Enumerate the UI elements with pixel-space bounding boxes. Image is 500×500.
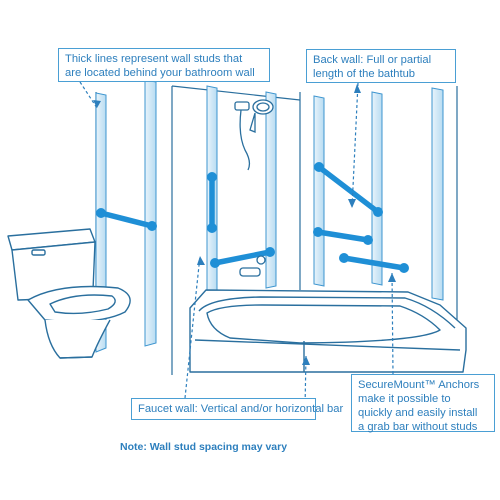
wall-stud — [313, 95, 325, 287]
callout-text-line: Faucet wall: Vertical and/or horizontal … — [138, 403, 344, 415]
bathtub-icon — [189, 289, 467, 373]
callout-back-wall: Back wall: Full or partial length of the… — [306, 49, 456, 83]
callout-faucet-wall: Faucet wall: Vertical and/or horizontal … — [131, 398, 344, 420]
callout-text-line: make it possible to — [358, 393, 451, 405]
wall-stud — [144, 79, 157, 347]
callout-text-line: are located behind your bathroom wall — [65, 67, 255, 79]
callout-text-line: SecureMount™ Anchors — [358, 379, 480, 391]
callout-text-line: length of the bathtub — [313, 68, 416, 80]
stud-spacing-note: Note: Wall stud spacing may vary — [120, 441, 288, 453]
callout-text-line: a grab bar without studs — [358, 421, 478, 433]
callout-text-line: Thick lines represent wall studs that — [65, 53, 243, 65]
callout-leaders — [79, 81, 394, 409]
wall-stud — [371, 91, 383, 286]
callout-wall-studs: Thick lines represent wall studs that ar… — [58, 48, 270, 82]
grab-bar-icon — [96, 162, 409, 273]
toilet-icon — [7, 228, 131, 359]
shower-head-icon — [234, 99, 274, 171]
callout-text-line: Back wall: Full or partial — [313, 54, 432, 66]
arrow-heads — [93, 84, 396, 365]
callout-securemount-anchors: SecureMount™ Anchors make it possible to… — [351, 374, 495, 433]
wall-stud — [431, 87, 444, 301]
callout-text-line: quickly and easily install — [358, 407, 478, 419]
faucet-icon — [239, 255, 266, 277]
wall-stud — [265, 91, 277, 289]
